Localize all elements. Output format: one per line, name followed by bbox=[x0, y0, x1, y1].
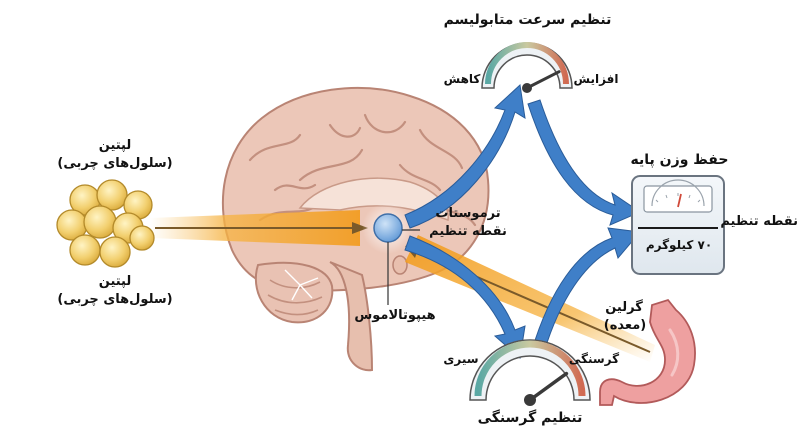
metabolism-increase-label: افزایش bbox=[573, 72, 619, 86]
hunger-hungry-label: گرسنگی bbox=[568, 352, 620, 366]
stomach-illustration bbox=[599, 298, 696, 406]
ghrelin-title: گرلین bbox=[605, 300, 643, 315]
leptin-bottom-title: لپتین bbox=[98, 274, 132, 289]
hypothalamus-label: هیپوتالاموس bbox=[354, 308, 436, 323]
hunger-title: تنظیم گرسنگی bbox=[477, 410, 583, 426]
hunger-full-label: سیری bbox=[443, 352, 479, 366]
metabolism-gauge bbox=[481, 42, 573, 93]
leptin-signal bbox=[150, 210, 368, 246]
metabolism-decrease-label: کاهش bbox=[443, 72, 481, 86]
ghrelin-source: (معده) bbox=[603, 318, 647, 333]
leptin-top-source: (سلول‌های چربی) bbox=[57, 156, 173, 171]
weight-scale bbox=[631, 175, 725, 275]
setpoint-label: نقطه تنظیم bbox=[429, 224, 507, 239]
metabolism-title: تنظیم سرعت متابولیسم bbox=[443, 12, 612, 28]
maintain-weight-label: حفظ وزن پایه bbox=[630, 152, 729, 168]
leptin-top-title: لپتین bbox=[98, 138, 132, 153]
scale-setpoint-label: نقطه تنظیم bbox=[720, 214, 798, 229]
hunger-gauge bbox=[469, 339, 591, 406]
thermostat-label: ترموستات bbox=[435, 206, 501, 221]
fat-cells bbox=[56, 179, 155, 268]
hypothalamus-marker bbox=[362, 202, 420, 305]
leptin-bottom-source: (سلول‌های چربی) bbox=[57, 292, 173, 307]
scale-weight-reading: ۷۰ کیلوگرم bbox=[645, 238, 713, 252]
